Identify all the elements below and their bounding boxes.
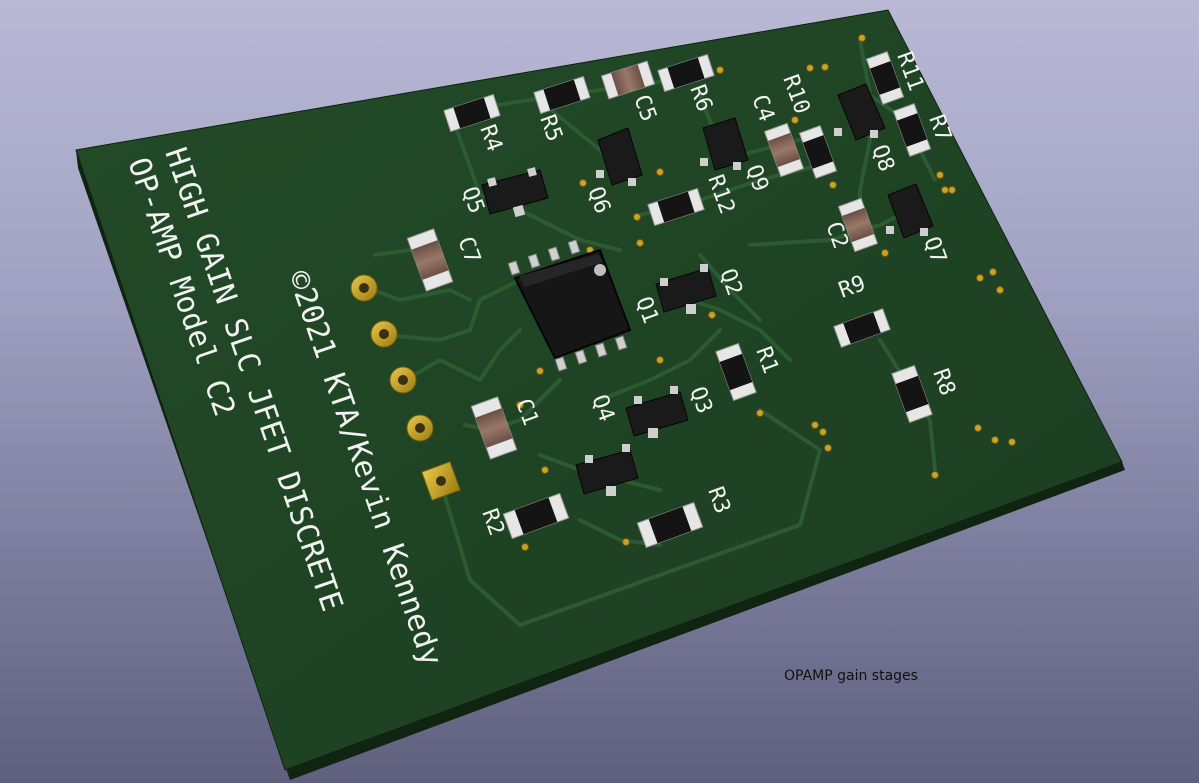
transistor-q5 [481, 167, 549, 218]
resistors [443, 51, 933, 549]
capacitor-c2 [837, 197, 879, 253]
transistor-q4 [575, 444, 639, 496]
resistor-r6 [657, 53, 715, 93]
resistor-r3 [636, 501, 704, 549]
resistor-r7 [892, 103, 932, 157]
transistors [481, 83, 934, 496]
resistor-r12 [647, 187, 705, 227]
pin-header [350, 274, 461, 501]
capacitor-c7 [406, 228, 454, 292]
resistor-r2 [502, 492, 570, 540]
vias [516, 34, 1016, 551]
transistor-q9 [700, 117, 749, 171]
resistor-r8 [891, 364, 933, 424]
resistor-r4 [443, 93, 501, 133]
transistor-q6 [596, 127, 643, 186]
resistor-r11 [865, 51, 905, 105]
image-caption: OPAMP gain stages [784, 668, 918, 684]
capacitors [406, 60, 879, 460]
transistor-q8 [834, 83, 886, 141]
capacitor-c1 [470, 396, 518, 460]
transistor-q7 [886, 183, 934, 239]
resistor-r5 [533, 75, 591, 115]
capacitor-c4 [763, 122, 805, 178]
transistor-q3 [625, 386, 689, 438]
resistor-r10 [798, 125, 838, 179]
opamp-ic-soic8 [507, 239, 632, 372]
capacitor-c5 [600, 60, 656, 100]
transistor-q2 [655, 264, 717, 314]
resistor-r9 [833, 308, 891, 348]
resistor-r1 [715, 342, 757, 402]
